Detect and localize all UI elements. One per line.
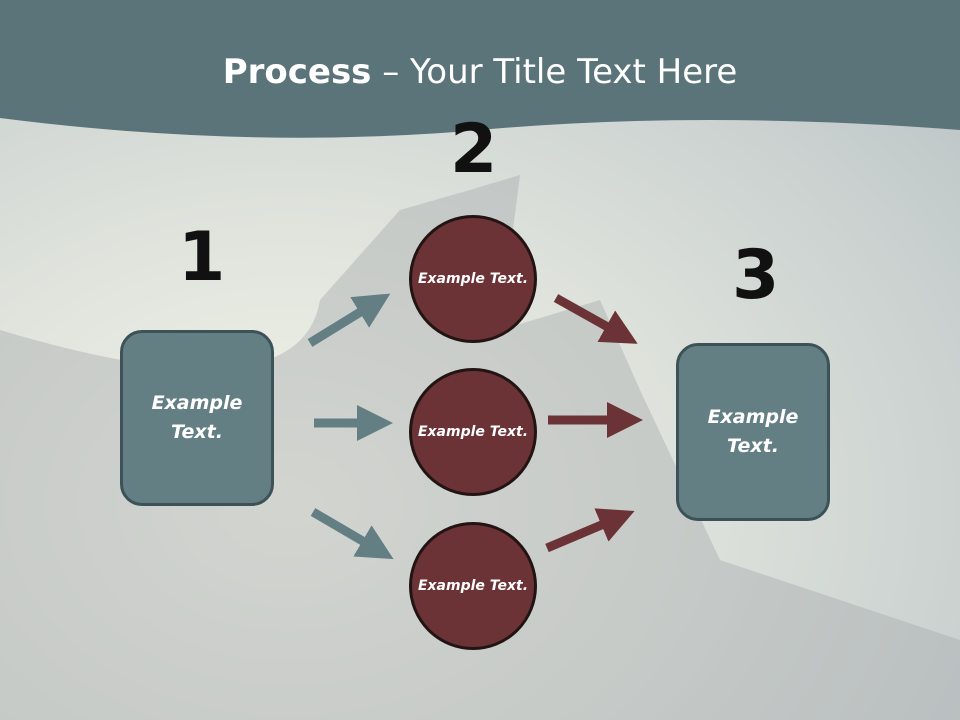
step-number-2: 2	[450, 110, 498, 189]
title-rest: – Your Title Text Here	[371, 52, 738, 92]
title-banner	[0, 0, 960, 138]
circle-2: Example Text.	[409, 368, 537, 496]
title-bold: Process	[222, 52, 372, 92]
arrow-4	[553, 294, 638, 344]
step-number-1: 1	[178, 218, 226, 297]
circle-3: Example Text.	[409, 522, 537, 650]
step-number-3: 3	[732, 236, 780, 315]
arrow-3	[310, 508, 394, 560]
right-box: Example Text.	[676, 343, 830, 521]
slide-title: Process – Your Title Text Here	[0, 52, 960, 92]
arrow-1	[307, 293, 391, 347]
left-box: Example Text.	[120, 330, 274, 506]
arrow-6	[545, 508, 635, 553]
circle-1: Example Text.	[409, 215, 537, 343]
